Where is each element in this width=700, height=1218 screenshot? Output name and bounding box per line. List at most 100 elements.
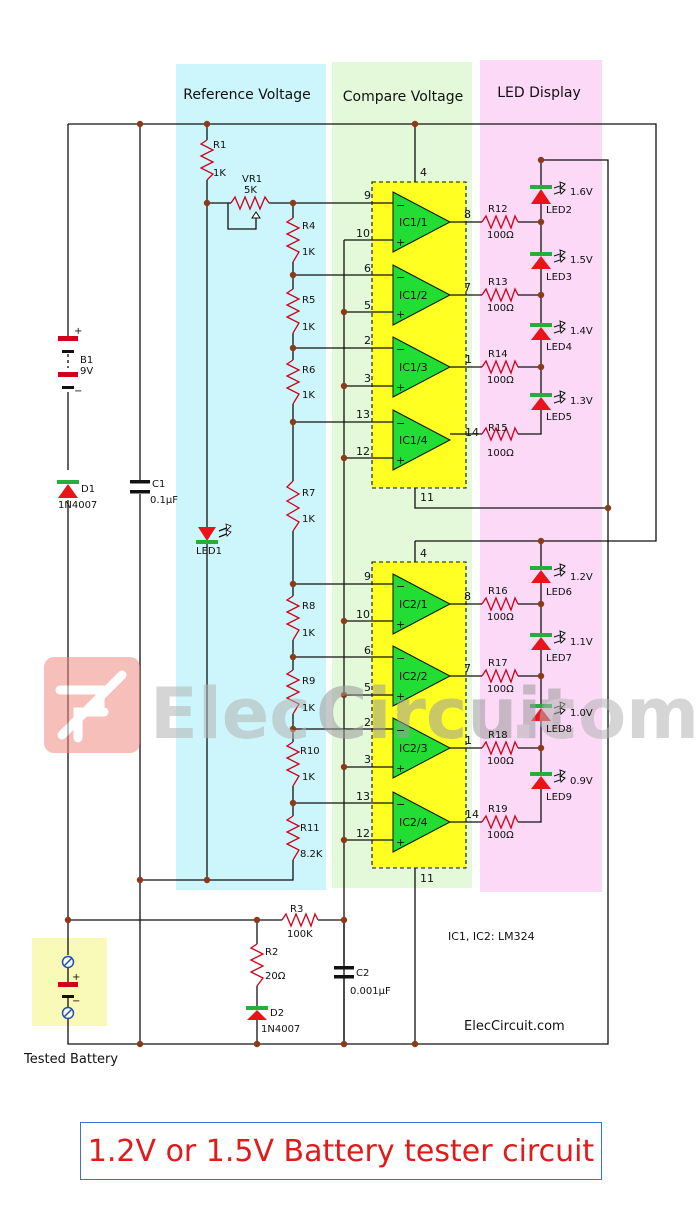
svg-text:IC2/3: IC2/3 [399, 742, 428, 755]
reference-section-bg [176, 64, 326, 890]
svg-text:+: + [396, 381, 405, 394]
svg-text:IC1/1: IC1/1 [399, 216, 428, 229]
svg-text:R14: R14 [488, 349, 508, 360]
input-taps [293, 202, 393, 841]
watermark: Elec Circuit .com [44, 657, 699, 755]
ic2-pin-bottom: 11 [420, 872, 434, 885]
svg-text:100Ω: 100Ω [487, 303, 514, 314]
d2-ref: D2 [270, 1008, 284, 1019]
capacitor-c2 [334, 966, 354, 970]
opamp-ic1-4 [392, 409, 452, 471]
svg-text:IC2/4: IC2/4 [399, 816, 428, 829]
svg-text:5: 5 [364, 681, 371, 694]
r8-ref: R8 [302, 601, 315, 612]
svg-text:8: 8 [464, 590, 471, 603]
svg-text:6: 6 [364, 644, 371, 657]
svg-text:8: 8 [464, 208, 471, 221]
led6-symbol [530, 566, 552, 570]
svg-text:IC1/2: IC1/2 [399, 289, 428, 302]
opamp-ic2-3 [392, 717, 452, 779]
svg-text:R12: R12 [488, 204, 508, 215]
r2-value: 20Ω [265, 971, 286, 982]
svg-text:100Ω: 100Ω [487, 612, 514, 623]
led-display-header: LED Display [497, 85, 580, 101]
svg-text:2: 2 [364, 716, 371, 729]
battery-tester-schematic: Reference Voltage Compare Voltage LED Di… [23, 60, 699, 1067]
svg-text:1.3V: 1.3V [570, 396, 593, 407]
ic1-pin-bottom: 11 [420, 491, 434, 504]
d1-value: 1N4007 [58, 500, 97, 511]
resistor-r11 [285, 815, 301, 861]
compare-voltage-header: Compare Voltage [343, 89, 463, 105]
opamp-ic2-1 [392, 573, 452, 635]
ic2-labels: 4 11 IC2/1 − + 9 10 8 IC2/2 − + 6 5 7 IC… [356, 547, 593, 885]
svg-text:LED6: LED6 [546, 587, 572, 598]
svg-text:100Ω: 100Ω [487, 756, 514, 767]
resistor-r6 [285, 359, 301, 405]
resistor-r13 [481, 287, 519, 303]
led1-symbol [196, 523, 232, 544]
ic2-pin-top: 4 [420, 547, 427, 560]
r7-value: 1K [302, 514, 315, 525]
svg-text:+: + [396, 690, 405, 703]
tested-battery-label: Tested Battery [23, 1052, 118, 1067]
capacitor-c1 [130, 480, 150, 484]
output-wires [450, 221, 482, 823]
svg-text:R17: R17 [488, 658, 508, 669]
tested-battery-minus: − [72, 996, 80, 1007]
svg-text:1: 1 [465, 734, 472, 747]
svg-text:−: − [396, 343, 405, 356]
svg-text:+: + [396, 236, 405, 249]
r3-ref: R3 [290, 904, 303, 915]
battery-b1 [58, 336, 78, 389]
svg-text:+: + [396, 308, 405, 321]
svg-text:14: 14 [465, 808, 479, 821]
svg-text:9: 9 [364, 570, 371, 583]
led1-ref: LED1 [196, 546, 222, 557]
component-labels: + B1 9V − D1 1N4007 C1 0.1µF R1 1K VR1 5… [58, 140, 391, 1035]
vr1-value: 5K [244, 185, 257, 196]
svg-text:0.9V: 0.9V [570, 776, 593, 787]
resistor-r16 [481, 596, 519, 612]
page-title: 1.2V or 1.5V Battery tester circuit [87, 1133, 595, 1169]
resistor-r18 [481, 740, 519, 756]
resistor-r1 [199, 139, 215, 181]
svg-text:−: − [396, 724, 405, 737]
r7-ref: R7 [302, 488, 315, 499]
ic1-pin-top: 4 [420, 166, 427, 179]
site-note: ElecCircuit.com [464, 1019, 565, 1034]
svg-text:R16: R16 [488, 586, 508, 597]
svg-text:LED4: LED4 [546, 342, 572, 353]
r11-ref: R11 [300, 823, 320, 834]
r10-value: 1K [302, 772, 315, 783]
svg-text:−: − [396, 199, 405, 212]
watermark-circuit: Circuit [316, 673, 575, 755]
led5-symbol [530, 393, 552, 397]
resistor-r3 [281, 912, 319, 928]
vr1-ref: VR1 [242, 174, 262, 185]
opamp-ic1-2 [392, 264, 452, 326]
c1-ref: C1 [152, 479, 165, 490]
svg-text:10: 10 [356, 227, 370, 240]
led9-symbol [530, 772, 552, 776]
svg-text:10: 10 [356, 608, 370, 621]
svg-text:1: 1 [465, 353, 472, 366]
svg-text:R19: R19 [488, 804, 508, 815]
resistor-r10 [285, 741, 301, 787]
svg-text:5: 5 [364, 299, 371, 312]
svg-text:−: − [396, 580, 405, 593]
svg-text:IC2/2: IC2/2 [399, 670, 428, 683]
svg-text:1.0V: 1.0V [570, 708, 593, 719]
opamp-ic1-1 [392, 191, 452, 253]
r1-ref: R1 [213, 140, 226, 151]
svg-text:13: 13 [356, 408, 370, 421]
svg-text:2: 2 [364, 334, 371, 347]
watermark-elec: Elec [150, 673, 311, 755]
r6-ref: R6 [302, 365, 315, 376]
svg-text:−: − [396, 271, 405, 284]
svg-text:R13: R13 [488, 277, 508, 288]
svg-text:+: + [396, 836, 405, 849]
r3-value: 100K [287, 929, 313, 940]
c2-value: 0.001µF [350, 986, 391, 997]
svg-text:LED3: LED3 [546, 272, 572, 283]
